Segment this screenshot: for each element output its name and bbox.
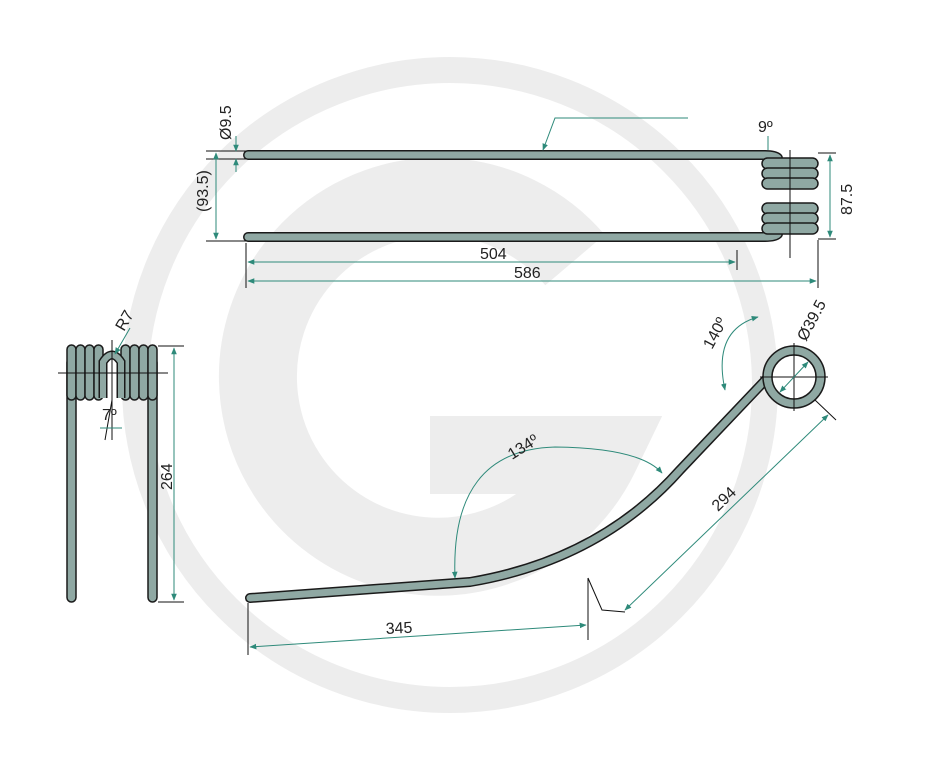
coil-angle-label: 9º [758,119,773,136]
eye-diameter-label: Ø39.5 [795,297,831,344]
front-view: R7 7º 264 [58,308,184,603]
leg-angle-label: 7º [102,407,117,424]
outer-width-label: (93.5) [195,170,212,212]
side-height-label: 264 [159,463,176,490]
total-length-label: 586 [514,265,541,282]
coil-stack [761,150,819,258]
top-view: Ø9.5 (93.5) 9º 87.5 504 586 [195,105,856,288]
inner-length-label: 504 [480,246,507,263]
g-logo-watermark [122,57,778,713]
coil-height-label: 87.5 [839,184,856,215]
eye-angle-label: 140º [701,315,731,352]
wire-diameter-label: Ø9.5 [218,105,235,140]
lower-arm-length-label: 345 [385,620,413,638]
